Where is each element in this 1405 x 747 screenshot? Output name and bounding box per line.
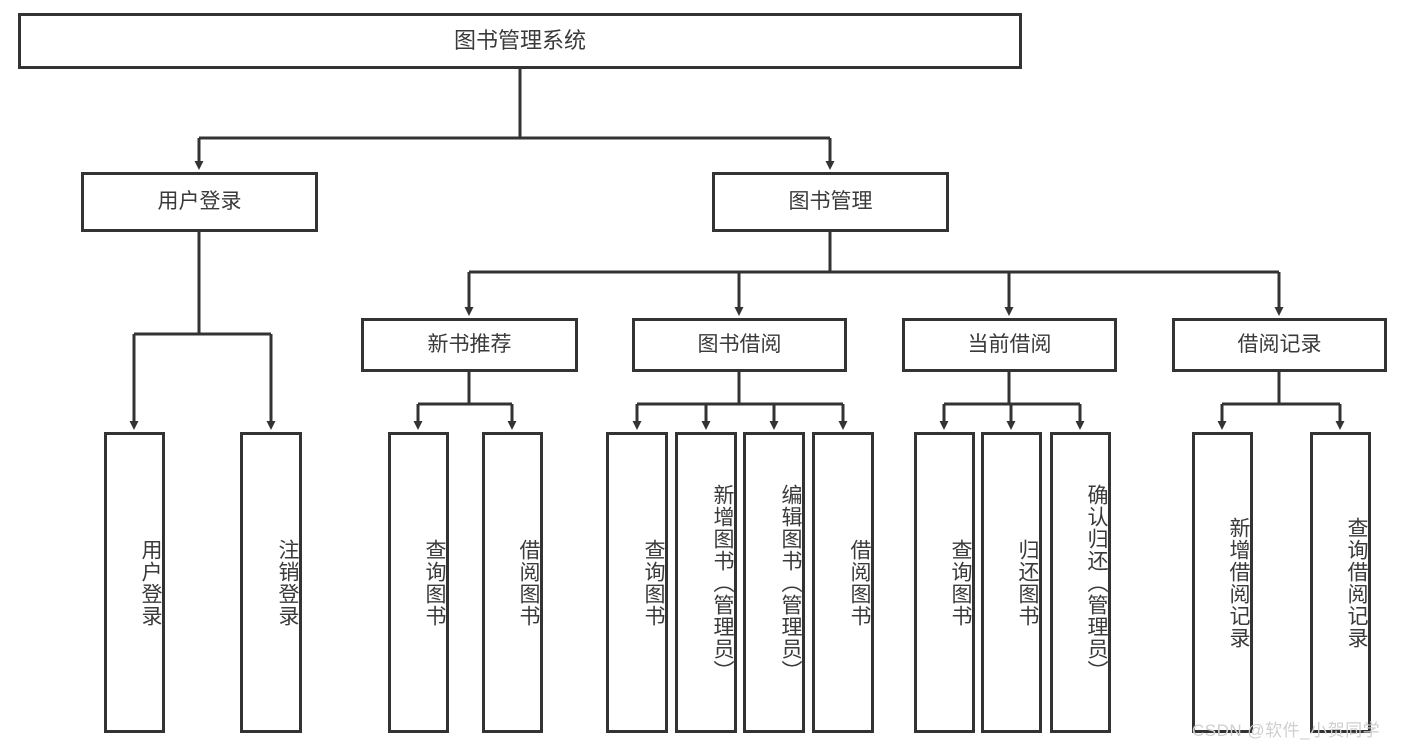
node-user-login-label: 用户登录 [157,189,242,213]
node-borrow-record[interactable]: 借阅记录 [1172,318,1387,372]
node-root[interactable]: 图书管理系统 [18,13,1022,69]
leaf-label: 新增图书（管理员） [711,483,734,682]
leaf-current-confirm-return[interactable]: 确认归还（管理员） [1050,432,1111,733]
leaf-recommend-query-book[interactable]: 查询图书 [388,432,449,733]
node-borrow-record-label: 借阅记录 [1237,332,1322,356]
leaf-user-login-login[interactable]: 用户登录 [104,432,165,733]
node-new-book-recommend[interactable]: 新书推荐 [361,318,578,372]
node-current-borrow-label: 当前借阅 [967,332,1052,356]
node-new-book-recommend-label: 新书推荐 [427,332,512,356]
leaf-label: 查询图书 [949,538,972,627]
leaf-label: 查询图书 [423,538,446,627]
leaf-record-query-record[interactable]: 查询借阅记录 [1310,432,1371,733]
leaf-label: 查询借阅记录 [1345,516,1368,649]
leaf-borrow-borrow-book[interactable]: 借阅图书 [812,432,874,733]
leaf-record-add-record[interactable]: 新增借阅记录 [1192,432,1253,733]
node-book-management-label: 图书管理 [788,189,873,213]
leaf-label: 借阅图书 [848,538,871,627]
leaf-current-return-book[interactable]: 归还图书 [981,432,1042,733]
node-book-borrow[interactable]: 图书借阅 [632,318,847,372]
node-root-label: 图书管理系统 [453,28,586,54]
node-user-login[interactable]: 用户登录 [81,172,318,232]
leaf-label: 注销登录 [276,538,299,627]
leaf-borrow-query-book[interactable]: 查询图书 [606,432,668,733]
leaf-recommend-borrow-book[interactable]: 借阅图书 [482,432,543,733]
leaf-user-login-logout[interactable]: 注销登录 [240,432,302,733]
watermark: CSDN @软件_小贺同学 [1192,721,1381,740]
leaf-label: 编辑图书（管理员） [779,483,802,682]
node-current-borrow[interactable]: 当前借阅 [902,318,1117,372]
leaf-label: 用户登录 [139,538,162,627]
leaf-label: 新增借阅记录 [1227,516,1250,649]
leaf-label: 确认归还（管理员） [1085,483,1108,682]
node-book-management[interactable]: 图书管理 [712,172,949,232]
leaf-borrow-edit-book[interactable]: 编辑图书（管理员） [743,432,805,733]
leaf-label: 归还图书 [1016,538,1039,627]
leaf-current-query-book[interactable]: 查询图书 [914,432,975,733]
leaf-label: 查询图书 [642,538,665,627]
node-book-borrow-label: 图书借阅 [697,332,782,356]
leaf-label: 借阅图书 [517,538,540,627]
leaf-borrow-add-book[interactable]: 新增图书（管理员） [675,432,737,733]
